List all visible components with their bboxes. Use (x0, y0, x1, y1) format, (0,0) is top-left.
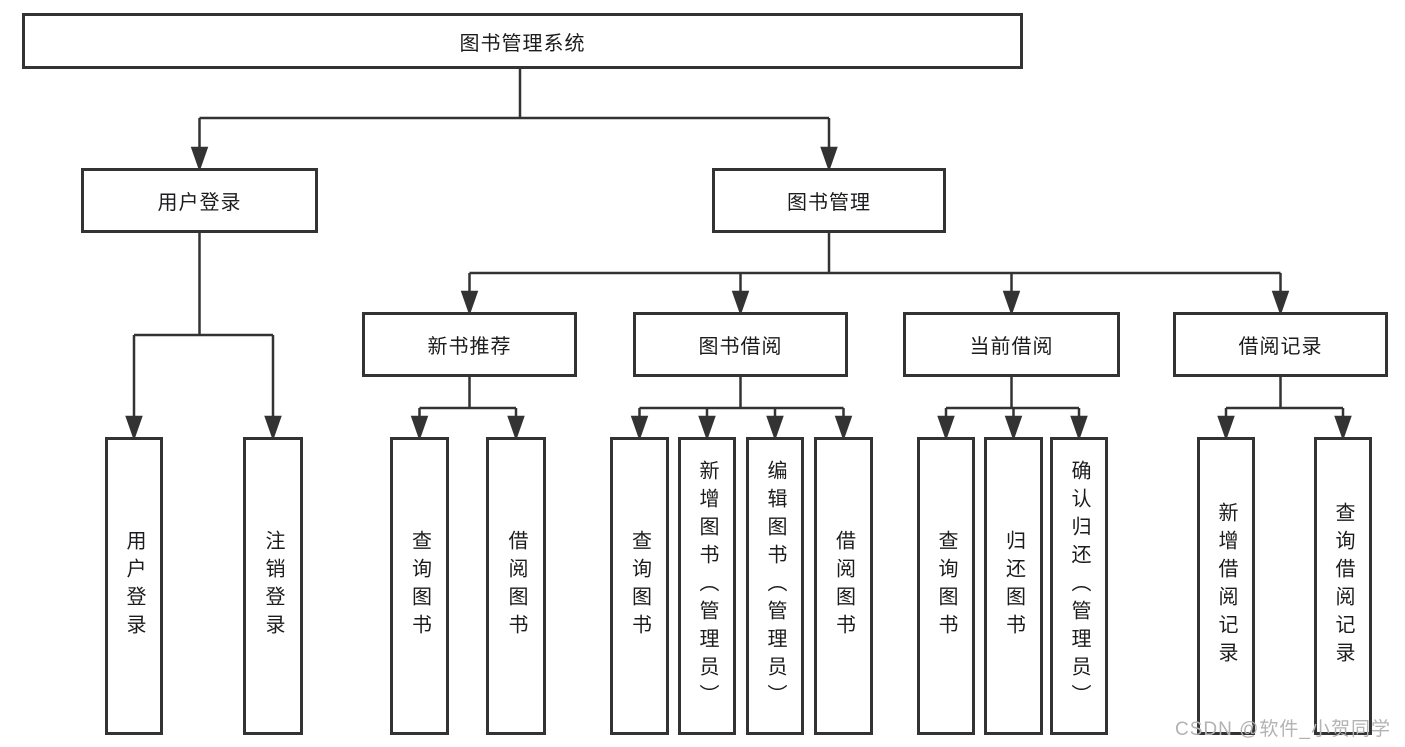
node-label: 新增借阅记录 (1215, 502, 1237, 670)
arrowhead (731, 290, 750, 316)
node-new-book-recommend: 新书推荐 (362, 312, 577, 377)
arrowhead (698, 415, 716, 441)
node-label: 用户登录 (123, 530, 145, 642)
node-borrow-record: 借阅记录 (1173, 312, 1388, 377)
arrowhead (507, 415, 525, 441)
node-label: 查询图书 (628, 530, 651, 642)
node-leaf-return-book: 归还图书 (984, 437, 1043, 735)
connector-userlogin-to-leaves (125, 233, 282, 441)
node-user-login: 用户登录 (81, 168, 318, 233)
connector-borrowrecord-to-leaves (1217, 377, 1352, 441)
node-book-borrow: 图书借阅 (633, 312, 848, 377)
connector-line (132, 233, 275, 419)
node-label: 查询图书 (408, 530, 431, 642)
connector-line (198, 69, 831, 150)
node-label: 查询借阅记录 (1332, 502, 1354, 670)
arrowhead (190, 146, 209, 172)
connector-line (1224, 377, 1345, 419)
connector-currentborrow-to-leaves (937, 377, 1088, 441)
watermark-text: CSDN @软件_小贺同学 (1175, 719, 1391, 740)
node-leaf-confirm-return-admin: 确认归还（管理员） (1050, 437, 1108, 735)
arrowhead (1004, 415, 1023, 441)
node-leaf-logout: 注销登录 (243, 437, 303, 735)
connector-newbook-to-leaves (410, 377, 525, 441)
connector-bookmgmt-to-level3 (460, 233, 1290, 316)
node-label: 确认归还（管理员） (1068, 460, 1090, 712)
node-label: 借阅记录 (1238, 336, 1323, 358)
arrowhead (937, 415, 955, 441)
node-label: 当前借阅 (969, 336, 1054, 358)
node-label: 借阅图书 (832, 530, 855, 642)
arrowhead (766, 415, 784, 441)
node-leaf-borrow-book: 借阅图书 (486, 437, 546, 735)
connector-line (944, 377, 1081, 419)
connector-line (638, 377, 845, 419)
arrowhead (1070, 415, 1088, 441)
arrowhead (820, 146, 838, 172)
node-leaf-add-borrow-record: 新增借阅记录 (1197, 437, 1255, 735)
arrowhead (1271, 290, 1290, 316)
arrowhead (264, 415, 282, 441)
node-current-borrow: 当前借阅 (903, 312, 1120, 377)
node-leaf-query-book: 查询图书 (610, 437, 669, 735)
node-label: 新增图书（管理员） (696, 460, 718, 712)
arrowhead (834, 415, 853, 441)
arrowhead (1002, 290, 1021, 316)
arrowhead (1334, 415, 1352, 441)
node-leaf-add-book-admin: 新增图书（管理员） (678, 437, 736, 735)
connector-root-to-level2 (190, 69, 838, 172)
arrowhead (460, 290, 479, 316)
connector-line (468, 233, 1282, 294)
node-leaf-query-book: 查询图书 (390, 437, 449, 735)
node-leaf-query-book: 查询图书 (917, 437, 975, 735)
connector-bookborrow-to-leaves (630, 377, 853, 441)
node-label: 编辑图书（管理员） (764, 460, 786, 712)
node-library-management-system: 图书管理系统 (22, 13, 1023, 69)
node-label: 注销登录 (262, 530, 284, 642)
arrowhead (410, 415, 429, 441)
node-leaf-query-borrow-record: 查询借阅记录 (1314, 437, 1372, 735)
node-leaf-borrow-book: 借阅图书 (814, 437, 873, 735)
node-label: 图书管理 (787, 192, 871, 214)
arrowhead (630, 415, 649, 441)
node-label: 用户登录 (157, 192, 242, 214)
node-book-management: 图书管理 (712, 168, 946, 233)
arrowhead (125, 415, 143, 441)
connector-line (418, 377, 518, 419)
node-label: 查询图书 (935, 530, 957, 642)
node-label: 图书管理系统 (459, 32, 586, 55)
node-label: 归还图书 (1002, 530, 1025, 642)
node-label: 新书推荐 (427, 336, 512, 358)
node-label: 图书借阅 (698, 336, 783, 358)
node-leaf-edit-book-admin: 编辑图书（管理员） (746, 437, 804, 735)
node-leaf-user-login: 用户登录 (105, 437, 163, 735)
arrowhead (1217, 415, 1235, 441)
node-label: 借阅图书 (505, 530, 527, 642)
